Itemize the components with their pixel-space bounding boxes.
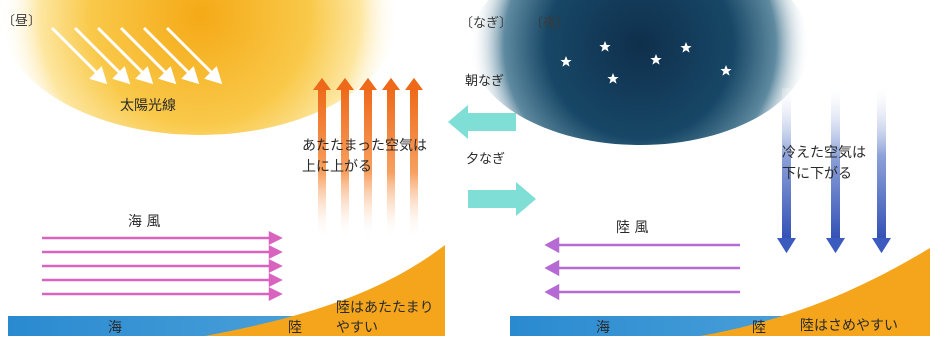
sea-breeze-arrow <box>42 244 283 260</box>
warm-air-arrowhead-4 <box>382 78 400 90</box>
night-sky <box>470 0 810 145</box>
star-icon <box>607 73 619 84</box>
sunlight-ray <box>73 26 131 85</box>
star-icon <box>560 56 572 67</box>
land-warms-line-2: やすい <box>336 320 378 336</box>
warm-air-arrowhead-1 <box>313 78 331 90</box>
evening-calm-label: 夕なぎ <box>466 152 506 167</box>
land-breeze-arrow <box>544 259 740 277</box>
night-land-label: 陸 <box>752 320 766 336</box>
day-sea-label: 海 <box>108 320 122 336</box>
warm-air-arrowhead-5 <box>405 78 423 90</box>
day-panel <box>0 0 445 336</box>
sea-breeze-arrow <box>42 272 283 288</box>
sea-breeze-arrow <box>42 230 283 246</box>
warm-air-arrow <box>382 78 400 240</box>
star-icon <box>650 54 662 65</box>
land-breeze-arrows <box>544 236 740 301</box>
sea-breeze-arrow <box>42 286 283 302</box>
star-icon <box>599 41 611 52</box>
cold-air-arrowhead-3 <box>872 238 891 253</box>
sinking-air-line-2: 下に下がる <box>782 166 852 182</box>
sinking-air-line-1: 冷えた空気は <box>782 145 866 161</box>
sunlight-ray <box>50 26 108 85</box>
morning-calm-arrow <box>448 105 516 139</box>
cold-air-arrow <box>872 88 891 253</box>
night-panel <box>470 0 930 336</box>
night-tag: 〔夜〕 <box>530 16 570 31</box>
star-icon <box>720 65 732 76</box>
sunlight-label: 太陽光線 <box>120 98 176 114</box>
cold-air-arrowhead-2 <box>826 238 845 253</box>
sun-glow <box>0 0 400 135</box>
day-tag: 〔昼〕 <box>2 14 42 29</box>
day-land <box>205 245 445 336</box>
land-breeze-arrow <box>544 283 740 301</box>
warm-air-arrowhead-3 <box>359 78 377 90</box>
warm-air-arrowhead-2 <box>336 78 354 90</box>
warm-air-arrow <box>405 78 423 240</box>
sunlight-ray <box>165 26 223 85</box>
night-sea-label: 海 <box>596 320 610 336</box>
day-land-label: 陸 <box>288 320 302 336</box>
land-warms-line-1: 陸はあたたまり <box>336 300 434 316</box>
morning-calm-label: 朝なぎ <box>465 74 505 89</box>
land-cools-label: 陸はさめやすい <box>800 318 898 334</box>
calm-indicators <box>448 105 536 216</box>
cold-air-arrowhead-1 <box>777 238 796 253</box>
sea-breeze-arrows <box>42 230 283 302</box>
sunlight-ray <box>142 26 200 85</box>
sunlight-rays <box>50 26 223 85</box>
rising-air-line-2: 上に上がる <box>302 159 372 175</box>
sunlight-ray <box>119 26 177 85</box>
sea-breeze-label: 海 風 <box>128 214 161 230</box>
land-breeze-label: 陸 風 <box>616 220 649 236</box>
evening-calm-arrow <box>468 182 536 216</box>
sea-breeze-arrow <box>42 258 283 274</box>
rising-air-line-1: あたたまった空気は <box>302 138 428 154</box>
land-breeze-arrow <box>544 236 740 254</box>
stars <box>560 41 732 84</box>
sunlight-ray <box>96 26 154 85</box>
star-icon <box>680 42 692 53</box>
night-land <box>700 248 930 336</box>
calm-tag: 〔なぎ〕 <box>460 16 513 31</box>
